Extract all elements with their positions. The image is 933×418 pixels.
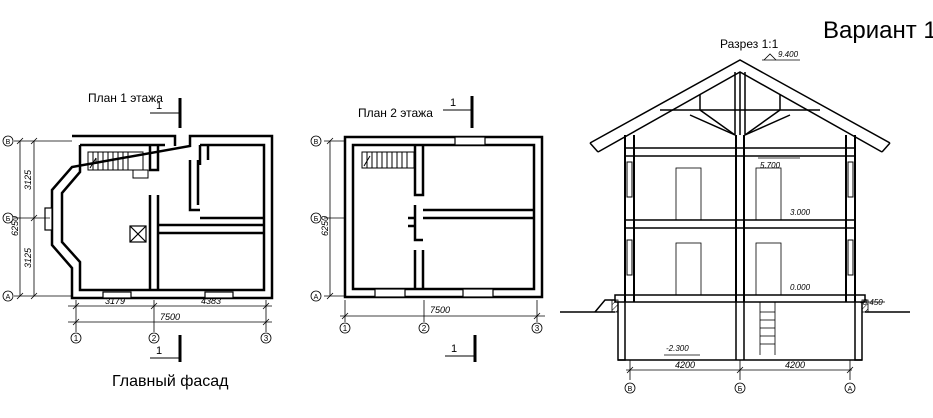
plan-2-axis-1: 1 [343,324,348,333]
plan-2-walls [343,135,544,299]
basement-stairs [759,302,776,355]
plan-2: План 2 этажа 1 [310,96,545,362]
plan-1-title: План 1 этажа [88,91,163,105]
plan-1-windows [44,207,234,299]
plan-2-cut-bottom-label: 1 [451,343,457,355]
plan-1: План 1 этажа 1 [2,91,274,390]
section-axis-right: А [848,386,853,393]
dim-left-upper: 3125 [23,169,33,190]
section-dim-left: 4200 [675,360,695,370]
cut-mark-label: 1 [156,100,162,112]
level-marks [664,157,885,356]
section-windows [626,161,854,276]
plan-2-axis-b: Б [314,216,319,223]
plan-1-stairs [87,151,149,179]
section-1-1: Разрез 1:1 9.400 [560,37,910,394]
plan-2-title: План 2 этажа [358,106,433,120]
attic-slab [624,147,856,157]
dim-bottom-left: 3179 [105,296,125,306]
level-basement: -2.300 [666,344,689,353]
plan-2-windows [374,136,494,298]
section-dim-right: 4200 [785,360,805,370]
level-5700: 5.700 [760,161,781,170]
plan-2-cut-label: 1 [450,97,456,109]
section-doors [675,167,782,296]
axis-v: В [6,139,11,146]
level-3000: 3.000 [790,208,811,217]
section-axis-middle: Б [738,386,743,393]
cut-mark-bottom-label: 1 [156,345,162,357]
level-grade: -0.450 [860,298,883,307]
plan-2-axis-a: А [314,294,319,301]
level-0000: 0.000 [790,283,811,292]
section-walls [624,135,856,302]
plan-2-axis-v: В [314,139,319,146]
plan-2-bottom-dims [340,300,545,322]
dim-bottom-total: 7500 [160,312,180,322]
plan-2-axis-2: 2 [422,324,427,333]
plan-1-bottom-dims [68,300,272,332]
facade-title: Главный фасад [112,373,229,390]
axis-3: 3 [264,334,269,343]
plan-1-axis-bubbles [2,135,14,302]
plan-2-axis-3: 3 [535,324,540,333]
plan-1-left-dims [14,137,72,300]
axis-2: 2 [152,334,157,343]
level-ridge: 9.400 [778,50,799,59]
plan-2-stairs [361,151,415,169]
plan-2-dim-bottom: 7500 [430,305,450,315]
axis-b: Б [6,216,11,223]
axis-1: 1 [74,334,79,343]
roof [589,59,891,153]
section-axis-left: В [628,386,633,393]
dim-left-lower: 3125 [23,247,33,268]
axis-a: А [6,294,11,301]
section-dims [626,360,854,380]
dim-left-total: 6250 [10,216,20,236]
second-floor-slab [624,219,856,229]
plan-1-chimney [129,225,147,243]
section-title: Разрез 1:1 [720,37,779,51]
plan-1-walls [50,134,274,300]
ground-slab [614,294,866,303]
plan-2-left-dims [324,137,345,300]
variant-title: Вариант 12 [823,17,933,44]
dim-bottom-right: 4383 [201,296,221,306]
plan-2-dim-left: 6250 [320,216,330,236]
